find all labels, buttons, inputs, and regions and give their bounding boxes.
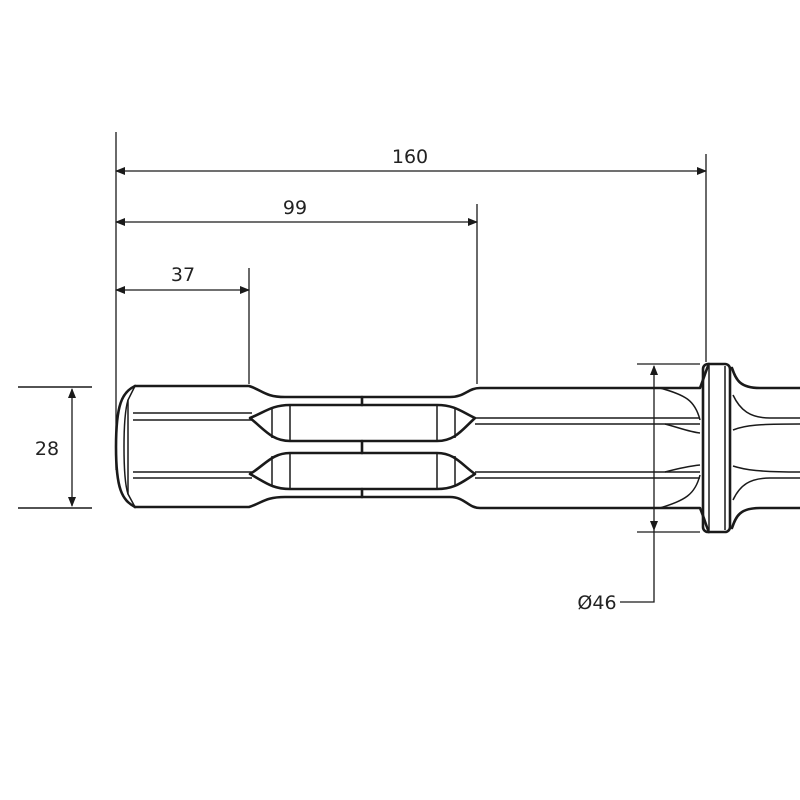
upper-flute	[248, 403, 477, 443]
dimension-label-99: 99	[283, 197, 307, 219]
dimension-label-37: 37	[171, 264, 195, 286]
dimension-label-28: 28	[35, 438, 59, 460]
shank-body	[114, 362, 711, 534]
dimension-160: 160	[115, 146, 707, 175]
dimension-diameter-46: Ø46	[577, 363, 700, 614]
dimension-label-160: 160	[392, 146, 428, 168]
lower-flute	[248, 451, 477, 491]
dimension-28: 28	[18, 386, 92, 509]
collar	[659, 362, 800, 534]
dimension-label-diameter: Ø46	[577, 592, 616, 614]
dimension-37: 37	[115, 264, 250, 294]
dimension-99: 99	[115, 197, 478, 226]
